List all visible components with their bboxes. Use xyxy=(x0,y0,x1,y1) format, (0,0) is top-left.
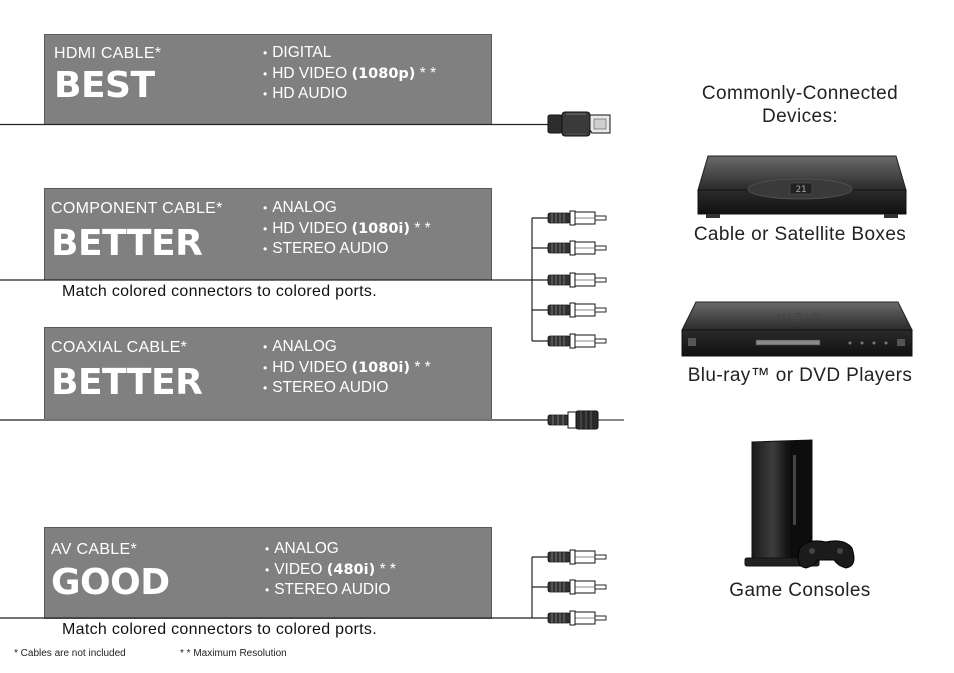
device-label-set-top-box: Cable or Satellite Boxes xyxy=(693,224,907,245)
av-rca-connector-icon xyxy=(547,610,607,626)
av-rca-connector-icon xyxy=(547,579,607,595)
av-cable-panel: AV CABLE* GOOD •ANALOG •VIDEO (480i) * *… xyxy=(44,527,492,619)
cable-name: COAXIAL CABLE* xyxy=(51,339,188,356)
component-rca-connector-icon xyxy=(547,333,607,349)
devices-heading: Commonly-Connected Devices: xyxy=(701,83,899,127)
connector-color-note: Match colored connectors to colored port… xyxy=(62,621,377,638)
feature-list: •DIGITAL •HD VIDEO (1080p) * * •HD AUDIO xyxy=(263,43,436,105)
coaxial-cable-panel: COAXIAL CABLE* BETTER •ANALOG •HD VIDEO … xyxy=(44,327,492,419)
feature-item: •VIDEO (480i) * * xyxy=(265,560,396,578)
component-rca-connector-icon xyxy=(547,272,607,288)
hdmi-connector-icon xyxy=(547,111,611,137)
feature-list: •ANALOG •HD VIDEO (1080i) * * •STEREO AU… xyxy=(263,337,431,399)
feature-item: •STEREO AUDIO xyxy=(263,240,389,257)
feature-item: •STEREO AUDIO xyxy=(265,581,391,598)
quality-rating: GOOD xyxy=(51,562,170,603)
footnote-maximum-resolution: * * Maximum Resolution xyxy=(180,648,287,659)
quality-rating: BETTER xyxy=(51,362,203,403)
feature-item: •HD AUDIO xyxy=(263,85,348,102)
feature-item: •ANALOG xyxy=(265,540,339,557)
feature-item: •ANALOG xyxy=(263,199,337,216)
footnote-cables-not-included: * Cables are not included xyxy=(14,648,126,659)
cable-name: HDMI CABLE* xyxy=(54,45,162,62)
feature-item: •HD VIDEO (1080p) * * xyxy=(263,64,437,82)
component-cable-panel: COMPONENT CABLE* BETTER •ANALOG •HD VIDE… xyxy=(44,188,492,280)
connector-color-note: Match colored connectors to colored port… xyxy=(62,283,377,300)
coaxial-connector-icon xyxy=(547,410,624,430)
feature-list: •ANALOG •HD VIDEO (1080i) * * •STEREO AU… xyxy=(263,198,431,260)
feature-list: •ANALOG •VIDEO (480i) * * •STEREO AUDIO xyxy=(265,539,396,601)
component-rca-connector-icon xyxy=(547,302,607,318)
feature-item: •ANALOG xyxy=(263,338,337,355)
feature-item: •STEREO AUDIO xyxy=(263,379,389,396)
component-rca-connector-icon xyxy=(547,210,607,226)
hdmi-cable-panel: HDMI CABLE* BEST •DIGITAL •HD VIDEO (108… xyxy=(44,34,492,125)
av-rca-connector-icon xyxy=(547,549,607,565)
feature-item: •HD VIDEO (1080i) * * xyxy=(263,219,431,237)
quality-rating: BEST xyxy=(54,65,155,106)
quality-rating: BETTER xyxy=(51,223,203,264)
cable-name: AV CABLE* xyxy=(51,541,137,558)
cable-name: COMPONENT CABLE* xyxy=(51,200,223,217)
feature-item: •HD VIDEO (1080i) * * xyxy=(263,358,431,376)
device-label-game-console: Game Consoles xyxy=(729,580,871,601)
av-cable-fanout xyxy=(531,556,548,618)
device-label-bluray-player: Blu-ray™ or DVD Players xyxy=(687,365,913,386)
component-cable-fanout xyxy=(531,217,548,342)
feature-item: •DIGITAL xyxy=(263,44,332,61)
component-rca-connector-icon xyxy=(547,240,607,256)
